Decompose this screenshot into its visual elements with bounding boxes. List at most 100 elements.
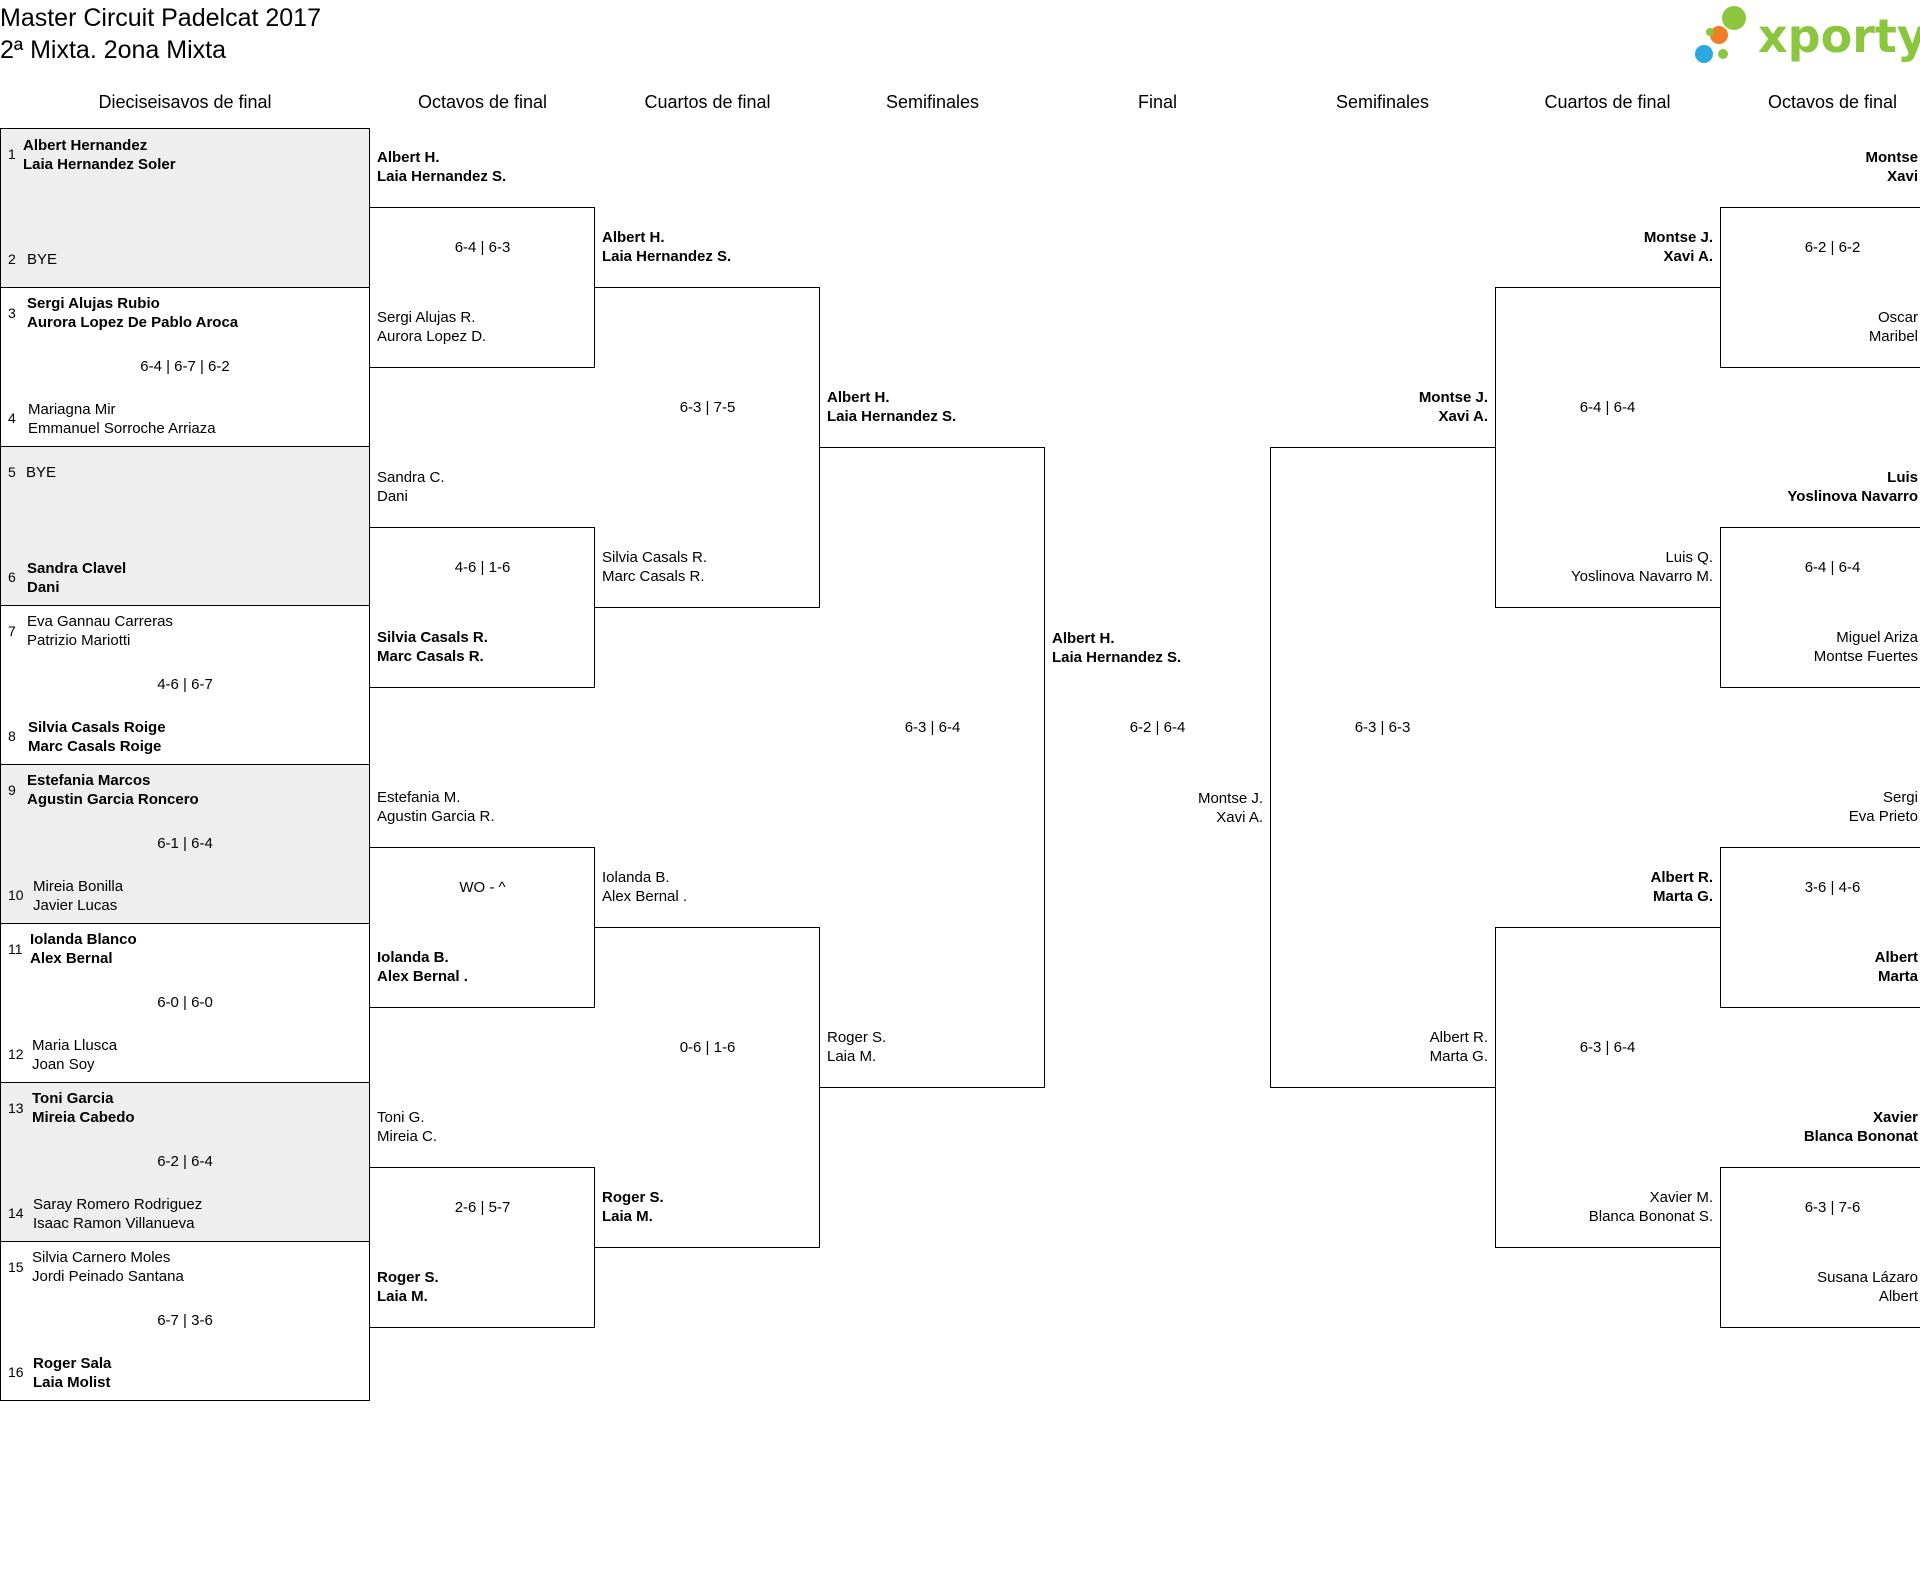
team-name: Laia M. <box>377 1288 428 1305</box>
team-name: Agustin Garcia R. <box>377 808 495 825</box>
team-name: Dani <box>377 488 408 505</box>
match-score: 3-6 | 4-6 <box>1804 879 1861 896</box>
player-name: Patrizio Mariotti <box>27 632 131 649</box>
seed-number: 13 <box>8 1100 24 1116</box>
seed-number: 2 <box>8 251 16 267</box>
team-name: Blanca Bononat <box>1803 1128 1918 1145</box>
player-name: Laia Molist <box>33 1374 111 1391</box>
team-name: Miguel Ariza <box>1836 629 1918 646</box>
seed-number: 8 <box>8 728 16 744</box>
match-score: 6-4 | 6-3 <box>454 239 511 256</box>
r16-connector <box>1720 207 1920 368</box>
team-name: Roger S. <box>827 1029 887 1046</box>
team-name: Luis Q. <box>1665 549 1713 566</box>
team-name: Oscar <box>1877 309 1918 326</box>
team-name: Marta <box>1877 968 1918 985</box>
team-name: Susana Lázaro <box>1817 1269 1918 1286</box>
match-score: 6-3 | 6-3 <box>1354 719 1411 736</box>
player-name: Alex Bernal <box>30 950 113 967</box>
player-name: BYE <box>27 251 58 268</box>
team-name: Albert H. <box>602 229 665 246</box>
seed-number: 14 <box>8 1205 24 1221</box>
seed-number: 11 <box>8 941 23 957</box>
team-name: Roger S. <box>377 1269 439 1286</box>
team-name: Laia M. <box>827 1048 877 1065</box>
draw-subtitle: 2ª Mixta. 2ona Mixta <box>0 36 227 64</box>
team-name: Montse <box>1865 149 1919 166</box>
match-score: 0-6 | 1-6 <box>679 1039 736 1056</box>
seed-number: 3 <box>8 305 16 321</box>
player-name: Joan Soy <box>32 1056 95 1073</box>
team-name: Xavi A. <box>1663 248 1713 265</box>
seed-number: 6 <box>8 569 16 585</box>
xporty-logo: xporty <box>1690 2 1920 68</box>
player-name: Marc Casals Roige <box>28 738 162 755</box>
team-name: Albert H. <box>377 149 440 166</box>
seed-number: 5 <box>8 464 16 480</box>
match-score: 6-3 | 7-6 <box>1804 1199 1861 1216</box>
team-name: Sergi <box>1882 789 1918 806</box>
seed-number: 4 <box>8 410 16 426</box>
team-name: Yoslinova Navarro <box>1787 488 1918 505</box>
player-name: Jordi Peinado Santana <box>32 1268 184 1285</box>
player-name: Mireia Bonilla <box>33 878 124 895</box>
player-name: Maria Llusca <box>32 1037 118 1054</box>
team-name: Montse J. <box>1643 229 1713 246</box>
team-name: Laia Hernandez S. <box>602 248 732 265</box>
match-score: 4-6 | 1-6 <box>454 559 511 576</box>
team-name: Roger S. <box>602 1189 664 1206</box>
player-name: Isaac Ramon Villanueva <box>33 1215 195 1232</box>
player-name: Mireia Cabedo <box>32 1109 135 1126</box>
seed-number: 7 <box>8 623 16 639</box>
player-name: Iolanda Blanco <box>30 931 137 948</box>
team-name: Eva Prieto <box>1848 808 1918 825</box>
match-score: 4-6 | 6-7 <box>157 676 213 693</box>
player-name: Dani <box>27 579 60 596</box>
r16-connector <box>1720 527 1920 688</box>
xporty-dots-logo-icon: xporty <box>1695 6 1920 63</box>
match-score: 6-1 | 6-4 <box>157 835 213 852</box>
seed-number: 9 <box>8 782 16 798</box>
round-header-r32: Dieciseisavos de final <box>98 92 272 112</box>
player-name: Javier Lucas <box>33 897 118 914</box>
team-name: Alex Bernal . <box>602 888 688 905</box>
champion-name: Albert H. <box>1052 630 1115 647</box>
team-name: Albert R. <box>1650 869 1713 886</box>
match-score: 6-0 | 6-0 <box>157 994 213 1011</box>
match-score: 6-7 | 3-6 <box>157 1312 213 1329</box>
round-header-final: Final <box>1137 92 1177 112</box>
team-name: Albert H. <box>827 389 890 406</box>
player-name: Toni Garcia <box>32 1090 114 1107</box>
match-score: WO - ^ <box>459 879 506 896</box>
match-score: 6-4 | 6-4 <box>1804 559 1861 576</box>
match-score: 6-3 | 7-5 <box>679 399 736 416</box>
team-name: Xavi A. <box>1438 408 1488 425</box>
player-name: Emmanuel Sorroche Arriaza <box>28 420 216 437</box>
team-name: Iolanda B. <box>377 949 449 966</box>
r32-match-box <box>0 128 370 288</box>
qf-connector <box>1495 927 1721 1248</box>
match-score: 6-4 | 6-7 | 6-2 <box>140 358 230 375</box>
r32-match-box <box>0 446 370 606</box>
seed-number: 15 <box>8 1259 24 1275</box>
team-name: Montse J. <box>1418 389 1488 406</box>
team-name: Laia Hernandez S. <box>827 408 957 425</box>
match-score: 6-2 | 6-2 <box>1804 239 1861 256</box>
team-name: Montse Fuertes <box>1813 648 1918 665</box>
player-name: Sandra Clavel <box>27 560 127 577</box>
team-name: Silvia Casals R. <box>602 549 708 566</box>
seed-number: 1 <box>8 146 16 162</box>
seed-number: 16 <box>8 1364 24 1380</box>
team-name: Aurora Lopez D. <box>377 328 487 345</box>
team-name: Laia M. <box>602 1208 653 1225</box>
finalist-name: Montse J. <box>1197 790 1263 807</box>
team-name: Marc Casals R. <box>602 568 705 585</box>
round-header-r16-left: Octavos de final <box>417 92 548 112</box>
r32-match-box <box>0 1241 370 1401</box>
round-header-sf-right: Semifinales <box>1335 92 1430 112</box>
team-name: Marta G. <box>1652 888 1713 905</box>
team-name: Xavi <box>1887 168 1918 185</box>
team-name: Marta G. <box>1429 1048 1488 1065</box>
team-name: Xavier M. <box>1649 1189 1713 1206</box>
player-name: Albert Hernandez <box>23 137 148 154</box>
